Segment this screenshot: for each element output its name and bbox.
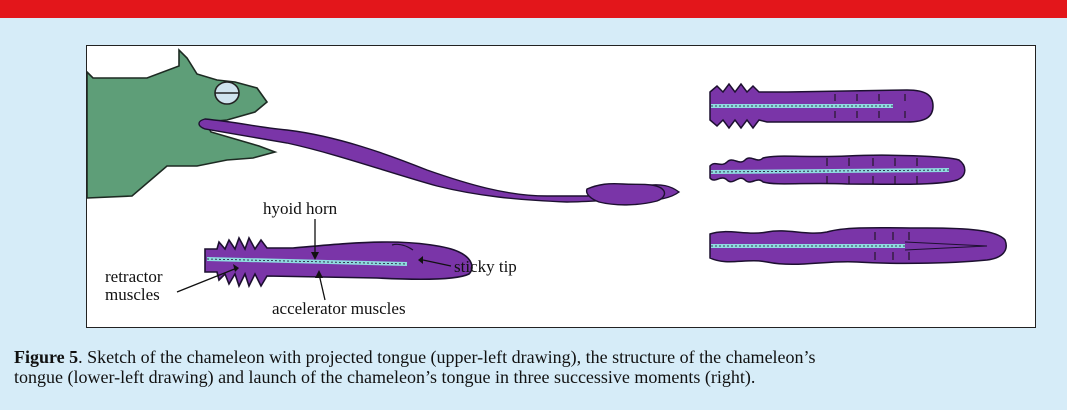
figure-frame: hyoid horn sticky tip retractor muscles …	[86, 45, 1036, 328]
label-retractor: retractor	[105, 267, 163, 286]
caption-line-2: tongue (lower-left drawing) and launch o…	[14, 367, 1067, 387]
tongue-tip	[587, 184, 665, 205]
label-hyoid-horn: hyoid horn	[263, 199, 338, 218]
launch-moment-3	[710, 228, 1006, 265]
figure-number: Figure 5	[14, 347, 78, 367]
caption-line-1: Figure 5. Sketch of the chameleon with p…	[14, 347, 1067, 367]
figure-drawing: hyoid horn sticky tip retractor muscles …	[87, 46, 1037, 329]
label-retractor-muscles: muscles	[105, 285, 160, 304]
label-accelerator-muscles: accelerator muscles	[272, 299, 406, 318]
launch-moment-2	[710, 155, 965, 184]
caption-text-1: . Sketch of the chameleon with projected…	[78, 347, 815, 367]
figure-caption: Figure 5. Sketch of the chameleon with p…	[14, 347, 1067, 387]
top-red-bar	[0, 0, 1067, 18]
launch-moment-1	[710, 84, 933, 128]
label-sticky-tip: sticky tip	[454, 257, 517, 276]
